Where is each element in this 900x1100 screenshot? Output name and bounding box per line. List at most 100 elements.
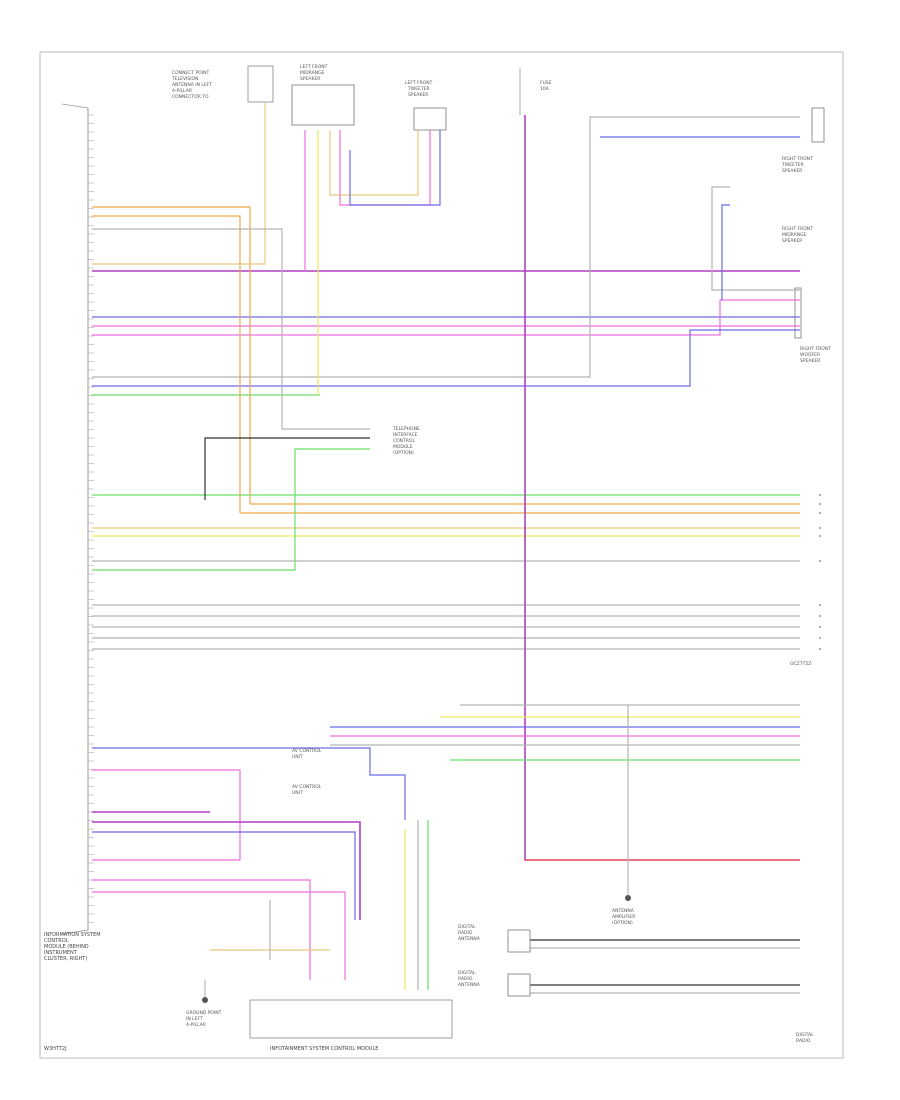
antenna-2-label-1: DIGITAL	[458, 970, 476, 976]
wire-pink	[92, 299, 800, 336]
left-front-tweeter-label-3: SPEAKER	[408, 92, 428, 98]
right-front-tweeter-label-3: SPEAKER	[782, 168, 802, 174]
ctrl-module-2-label-1: AV CONTROL	[292, 784, 322, 790]
left-front-speaker: LEFT FRONT MIDRANGE SPEAKER	[291, 64, 355, 126]
left-front-tweeter-label-2: TWEETER	[407, 86, 430, 92]
right-front-speaker-label-2: MIDRANGE	[782, 232, 807, 238]
info-module-label-5: CLUSTER, RIGHT)	[44, 956, 87, 962]
top-left-note: CONNECT POINT TELEVISION ANTENNA IN LEFT…	[171, 65, 274, 103]
right-front-tweeter-label-1: RIGHT FRONT	[782, 156, 813, 162]
ground-bottom-label-1: GROUND POINT	[186, 1010, 222, 1016]
wire-blue	[92, 747, 406, 820]
antenna-2-label-2: RADIO	[458, 976, 473, 982]
right-front-woofer: RIGHT FRONT WOOFER SPEAKER	[794, 287, 831, 364]
wire-terminal	[819, 560, 821, 562]
wire-terminal	[819, 503, 821, 505]
info-module-label-4: INSTRUMENT	[44, 950, 78, 956]
antenna-2-label-3: ANTENNA	[458, 982, 481, 988]
top-left-note-5: CONNECTOR TO	[172, 94, 209, 100]
telephone-module-label-2: INTERFACE	[393, 432, 418, 438]
ctrl-module-2: AV CONTROL UNIT	[292, 784, 322, 796]
bottom-right-label-2: RADIO	[796, 1038, 811, 1044]
wire-pink	[92, 769, 241, 861]
right-front-speaker-label-1: RIGHT FRONT	[782, 226, 813, 232]
wire-blue	[92, 831, 356, 920]
ground-bottom: GROUND POINT IN LEFT A-PILLAR	[186, 980, 222, 1028]
bottom-module-box	[249, 999, 453, 1039]
bottom-module-title: INFOTAINMENT SYSTEM CONTROL MODULE	[270, 1046, 378, 1052]
ground-bottom-label-3: A-PILLAR	[186, 1022, 206, 1028]
info-module-connector	[61, 103, 89, 935]
top-left-note-3: ANTENNA IN LEFT	[172, 82, 212, 88]
top-left-note-1: CONNECT POINT	[172, 70, 210, 76]
footer-code: W3HTT2J	[44, 1046, 67, 1052]
top-fuse-label-1: FUSE	[540, 80, 552, 86]
info-module-label: INFORMATION SYSTEM CONTROL MODULE (BEHIN…	[44, 932, 101, 962]
telephone-module-label-1: TELEPHONE	[392, 426, 420, 432]
right-front-tweeter: RIGHT FRONT TWEETER SPEAKER	[781, 107, 825, 174]
wire-terminal	[819, 626, 821, 628]
wire-blue	[349, 130, 441, 206]
bottom-right-label-1: DIGITAL	[796, 1032, 814, 1038]
ctrl-module-2-label-2: UNIT	[292, 790, 303, 796]
wire-terminal	[819, 604, 821, 606]
info-module-label-3: MODULE (BEHIND	[44, 944, 89, 950]
antenna-1-label-1: DIGITAL	[458, 924, 476, 930]
top-fuse-label-2: 10A	[540, 86, 550, 92]
top-left-note-2: TELEVISION	[171, 76, 198, 82]
wire-blue	[721, 204, 730, 300]
wire-gray	[711, 186, 800, 291]
wire-green	[92, 448, 370, 571]
right-front-tweeter-label-2: TWEETER	[781, 162, 804, 168]
top-fuse: FUSE 10A	[519, 68, 552, 115]
pin-ticks	[88, 114, 94, 923]
wire-black	[204, 437, 370, 500]
antenna-1-label-2: RADIO	[458, 930, 473, 936]
wire-terminal	[819, 615, 821, 617]
wire-terminal	[819, 494, 821, 496]
ctrl-module-1: AV CONTROL UNIT	[292, 748, 322, 760]
left-front-speaker-label-2: MIDRANGE	[300, 70, 325, 76]
left-front-tweeter-label-1: LEFT FRONT	[405, 80, 433, 86]
wire-pink	[92, 891, 346, 980]
antenna-1: DIGITAL RADIO ANTENNA	[458, 924, 531, 953]
telephone-module-label-4: MODULE	[393, 444, 413, 450]
wire-terminal	[819, 535, 821, 537]
diagram-frame	[39, 51, 844, 1059]
sheet-marker: OCZ7T5Z	[790, 661, 811, 667]
info-module-label-1: INFORMATION SYSTEM	[44, 932, 101, 938]
left-front-speaker-label-3: SPEAKER	[300, 76, 320, 82]
wire-blue	[92, 329, 800, 387]
wire-terminal	[819, 512, 821, 514]
right-front-woofer-label-3: SPEAKER	[800, 358, 820, 364]
telephone-module-label-3: CONTROL	[393, 438, 415, 444]
ctrl-module-1-label-2: UNIT	[292, 754, 303, 760]
wire-violet	[92, 821, 361, 920]
wire-terminal	[819, 527, 821, 529]
wire-terminal	[819, 648, 821, 650]
ctrl-module-1-label-1: AV CONTROL	[292, 748, 322, 754]
left-front-speaker-label-1: LEFT FRONT	[300, 64, 328, 70]
right-front-woofer-label-1: RIGHT FRONT	[800, 346, 831, 352]
right-ground-label-3: (OPTION)	[612, 920, 633, 926]
top-left-note-4: A-PILLAR	[172, 88, 192, 94]
wire-tan	[92, 102, 266, 265]
antenna-1-label-3: ANTENNA	[458, 936, 481, 942]
left-front-tweeter: LEFT FRONT TWEETER SPEAKER	[405, 80, 447, 131]
ground-bottom-dot	[202, 997, 208, 1003]
wire-gray	[92, 228, 370, 430]
wire-orange	[92, 206, 251, 504]
right-front-woofer-label-2: WOOFER	[800, 352, 820, 358]
wire-pink	[92, 879, 311, 980]
right-front-speaker-label-3: SPEAKER	[782, 238, 802, 244]
right-ground-label-2: AMPLIFIER	[612, 914, 635, 920]
antenna-2: DIGITAL RADIO ANTENNA	[458, 970, 531, 997]
right-ground: ANTENNA AMPLIFIER (OPTION)	[612, 875, 635, 926]
telephone-module: TELEPHONE INTERFACE CONTROL MODULE (OPTI…	[392, 426, 420, 456]
right-ground-dot	[625, 895, 631, 901]
right-front-speaker: RIGHT FRONT MIDRANGE SPEAKER	[782, 226, 813, 244]
wire-pink	[339, 130, 431, 206]
wires	[92, 102, 821, 994]
wire-orange	[92, 215, 241, 513]
